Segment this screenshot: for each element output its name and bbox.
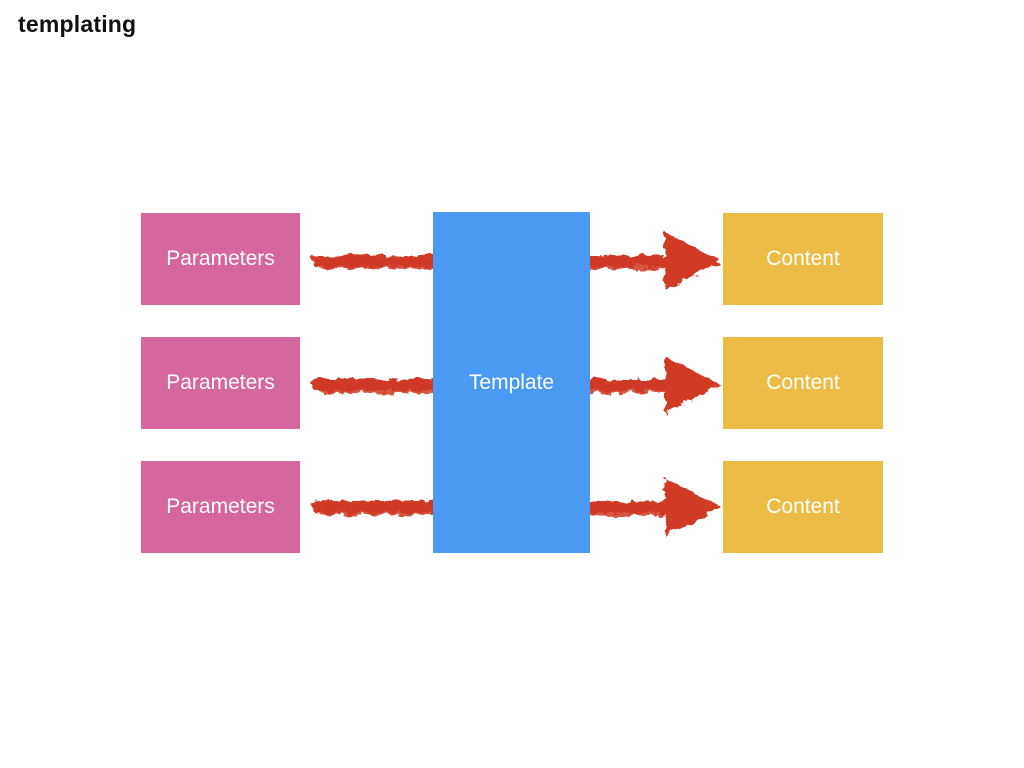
parameters-box-1-label: Parameters [166, 247, 275, 270]
parameters-box-1: Parameters [141, 213, 300, 305]
template-box: Template [433, 212, 590, 553]
content-box-1: Content [723, 213, 883, 305]
template-box-label: Template [468, 370, 555, 394]
parameters-box-3: Parameters [141, 461, 300, 553]
content-box-3: Content [723, 461, 883, 553]
page-title: templating [18, 11, 137, 37]
content-box-2: Content [723, 337, 883, 429]
parameters-box-2: Parameters [141, 337, 300, 429]
content-box-2-label: Content [766, 371, 840, 394]
parameters-box-2-label: Parameters [166, 371, 275, 394]
content-box-1-label: Content [766, 247, 840, 270]
content-box-3-label: Content [766, 495, 840, 518]
parameters-box-3-label: Parameters [166, 495, 275, 518]
